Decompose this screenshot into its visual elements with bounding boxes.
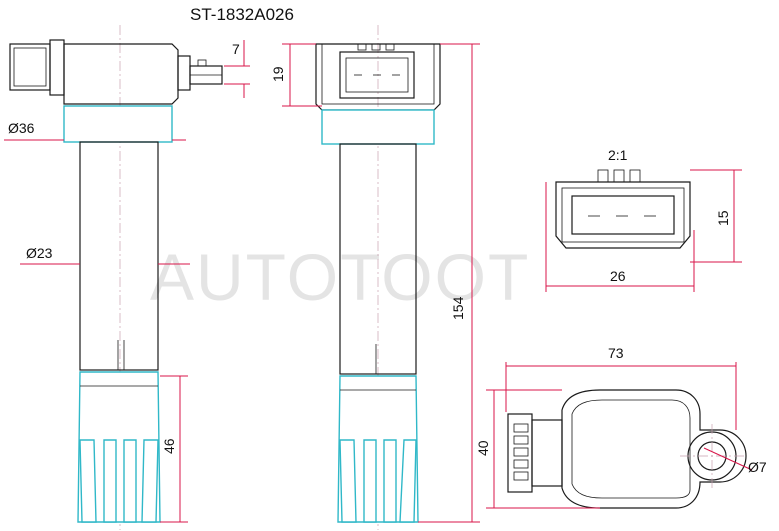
mounting-view — [507, 389, 747, 509]
svg-text:46: 46 — [161, 438, 177, 454]
svg-text:73: 73 — [608, 345, 624, 361]
front-view — [315, 25, 441, 530]
dim-connector-height: 15 — [690, 169, 742, 263]
dim-mount-length: 73 — [505, 345, 737, 430]
svg-text:26: 26 — [610, 268, 626, 284]
part-number: ST-1832A026 — [190, 5, 294, 24]
front-body-tube — [339, 143, 417, 375]
front-connector-socket — [339, 51, 415, 99]
dim-total-length: 154 — [418, 43, 480, 523]
connector-shell — [555, 181, 691, 249]
watermark: AUTOTOOT — [150, 240, 530, 314]
svg-text:154: 154 — [450, 296, 466, 320]
side-connector-plug — [9, 43, 51, 91]
front-collar — [321, 109, 435, 145]
svg-text:Ø7: Ø7 — [748, 459, 767, 475]
svg-text:Ø23: Ø23 — [26, 245, 53, 261]
connector-detail: 2:1 — [555, 147, 691, 249]
dim-hole-diameter: Ø7 — [703, 447, 767, 475]
dim-head-diameter: Ø36 — [4, 120, 186, 141]
side-body-tube — [79, 141, 159, 371]
svg-text:40: 40 — [475, 440, 491, 456]
side-head — [63, 43, 179, 105]
dim-body-diameter: Ø23 — [20, 245, 190, 265]
mount-housing — [561, 389, 747, 509]
connector-ratio-label: 2:1 — [608, 147, 628, 163]
svg-text:15: 15 — [715, 210, 731, 226]
dim-head-height: 19 — [270, 43, 322, 107]
svg-text:Ø36: Ø36 — [8, 120, 35, 136]
dim-connector-tab: 7 — [224, 40, 250, 98]
dim-boot-length: 46 — [160, 375, 188, 523]
svg-text:19: 19 — [270, 66, 286, 82]
dim-mount-height: 40 — [475, 389, 600, 509]
side-collar — [63, 105, 173, 143]
side-view — [9, 25, 223, 530]
svg-text:7: 7 — [232, 41, 240, 57]
connector-pin-cavity — [571, 195, 675, 235]
dim-connector-width: 26 — [545, 182, 695, 292]
